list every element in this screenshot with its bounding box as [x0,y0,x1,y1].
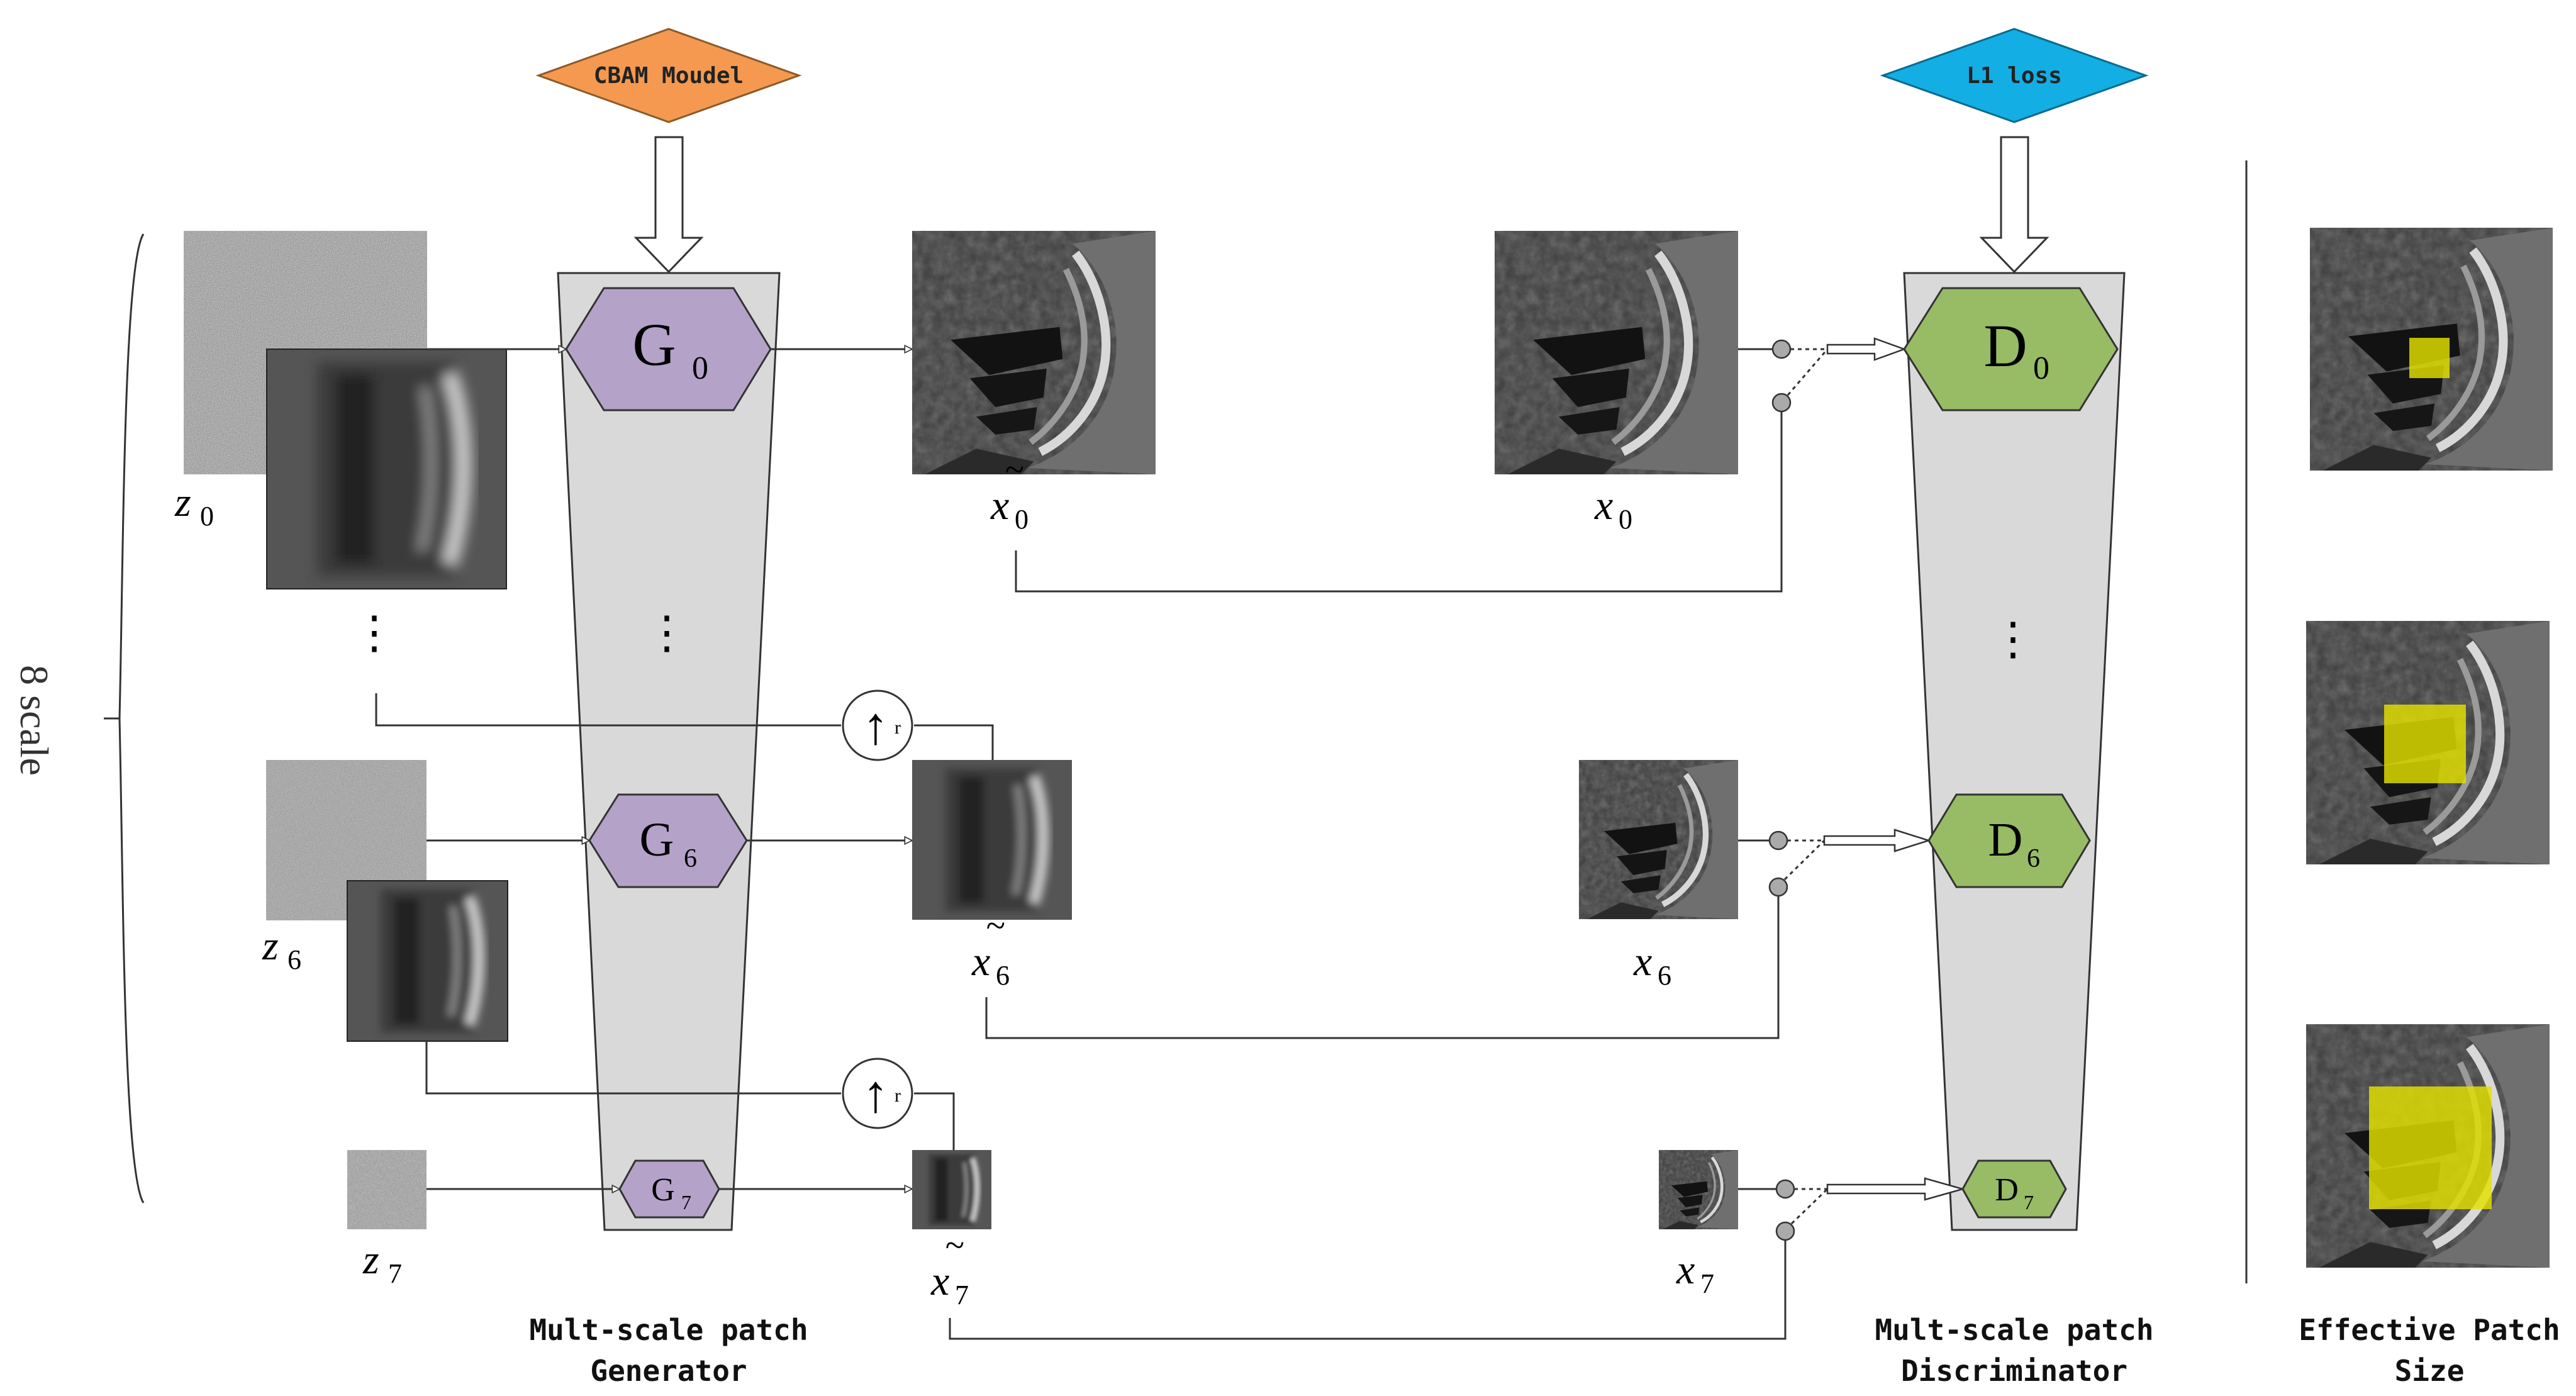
effective-patch-2 [2384,705,2466,783]
label-x7-real: x 7 [1676,1247,1714,1299]
real-image-x6 [1579,760,1738,919]
svg-text:7: 7 [1700,1268,1714,1299]
dots-generator: ⋮ [644,608,689,658]
svg-text:↑: ↑ [862,697,889,756]
effective-patch-3 [2369,1086,2492,1209]
svg-text:7: 7 [955,1280,969,1310]
svg-text:0: 0 [200,501,214,532]
real-image-x7 [1659,1150,1738,1229]
label-x6-tilde: ~ x 6 [971,907,1010,991]
svg-text:0: 0 [1015,504,1029,535]
label-x0-tilde: ~ x 0 [990,450,1029,535]
svg-text:D: D [1983,312,2027,379]
cbam-arrow [633,136,704,274]
prev-image-6 [347,881,508,1041]
l1-arrow [1979,136,2049,274]
svg-text:x: x [1676,1247,1695,1293]
scale-label: 8 scale [12,665,57,776]
upsample-circle-2: ↑ r [842,1058,913,1129]
svg-text:0: 0 [1619,504,1632,535]
patch-image-3 [2306,1024,2550,1268]
discriminator-caption-line2: Discriminator [1901,1354,2127,1388]
switch-6 [1738,829,1932,897]
switch-7 [1738,1177,1966,1241]
svg-text:r: r [895,1085,901,1106]
patch-caption-line1: Effective Patch [2299,1313,2560,1347]
generator-g7: G 7 [618,1159,720,1219]
svg-text:x: x [1633,939,1652,985]
generator-g0: G 0 [565,287,772,411]
dots-discriminator: ⋮ [1990,614,2036,664]
svg-text:↑: ↑ [862,1065,889,1124]
svg-text:D: D [1988,813,2023,866]
svg-text:0: 0 [692,350,708,386]
generator-trapezoid [557,272,781,1231]
noise-image-z7 [347,1150,427,1229]
svg-text:G: G [651,1172,675,1208]
svg-text:x: x [990,483,1009,528]
svg-text:~: ~ [945,1226,964,1265]
svg-text:r: r [895,717,901,738]
label-x0-real: x 0 [1594,483,1632,535]
svg-text:6: 6 [287,944,301,975]
svg-text:7: 7 [2024,1191,2034,1214]
svg-text:z: z [174,479,191,525]
effective-patch-1 [2409,338,2450,378]
l1-loss-module: L1 loss [1880,28,2149,123]
dots-left: ⋮ [352,608,397,658]
svg-text:G: G [640,813,674,866]
discriminator-d7: D 7 [1961,1159,2067,1219]
discriminator-caption-line1: Mult-scale patch [1875,1313,2153,1347]
patch-image-2 [2306,621,2550,864]
label-z0: z 0 [174,479,214,532]
svg-text:6: 6 [684,844,697,873]
upsample-circle-1: ↑ r [842,690,913,761]
svg-text:x: x [930,1258,949,1304]
generated-image-x7 [912,1150,991,1229]
svg-text:6: 6 [1658,960,1671,991]
svg-text:x: x [1594,483,1613,528]
cbam-module: CBAM Moudel [535,28,802,123]
generator-caption-line2: Generator [590,1354,747,1388]
patch-caption-line2: Size [2395,1354,2465,1388]
svg-text:6: 6 [2027,844,2040,873]
svg-text:~: ~ [986,907,1005,946]
real-image-x0 [1495,231,1738,474]
svg-text:G: G [632,311,676,378]
discriminator-trapezoid [1903,272,2126,1231]
svg-text:x: x [971,939,990,985]
discriminator-d0: D 0 [1903,287,2119,411]
discriminator-d6: D 6 [1927,793,2091,888]
svg-text:7: 7 [388,1258,402,1289]
l1-loss-label: L1 loss [1966,63,2062,89]
generator-caption-line1: Mult-scale patch [529,1313,808,1347]
svg-text:7: 7 [681,1191,691,1214]
patch-image-1 [2310,228,2553,471]
generated-image-x0 [912,231,1156,474]
generator-g6: G 6 [588,793,748,888]
generated-image-x6 [912,760,1072,920]
svg-text:z: z [262,923,279,969]
svg-text:z: z [362,1237,379,1283]
prev-image-0 [267,349,506,589]
label-x7-tilde: ~ x 7 [930,1226,969,1310]
label-z6: z 6 [262,923,301,975]
cbam-label: CBAM Moudel [594,63,744,89]
svg-text:D: D [1995,1172,2019,1208]
scale-brace [104,233,145,1203]
label-x6-real: x 6 [1633,939,1671,991]
svg-text:~: ~ [1005,450,1023,489]
switch-0 [1738,337,1907,413]
svg-text:0: 0 [2033,350,2049,386]
label-z7: z 7 [362,1237,402,1289]
svg-text:6: 6 [996,960,1010,991]
